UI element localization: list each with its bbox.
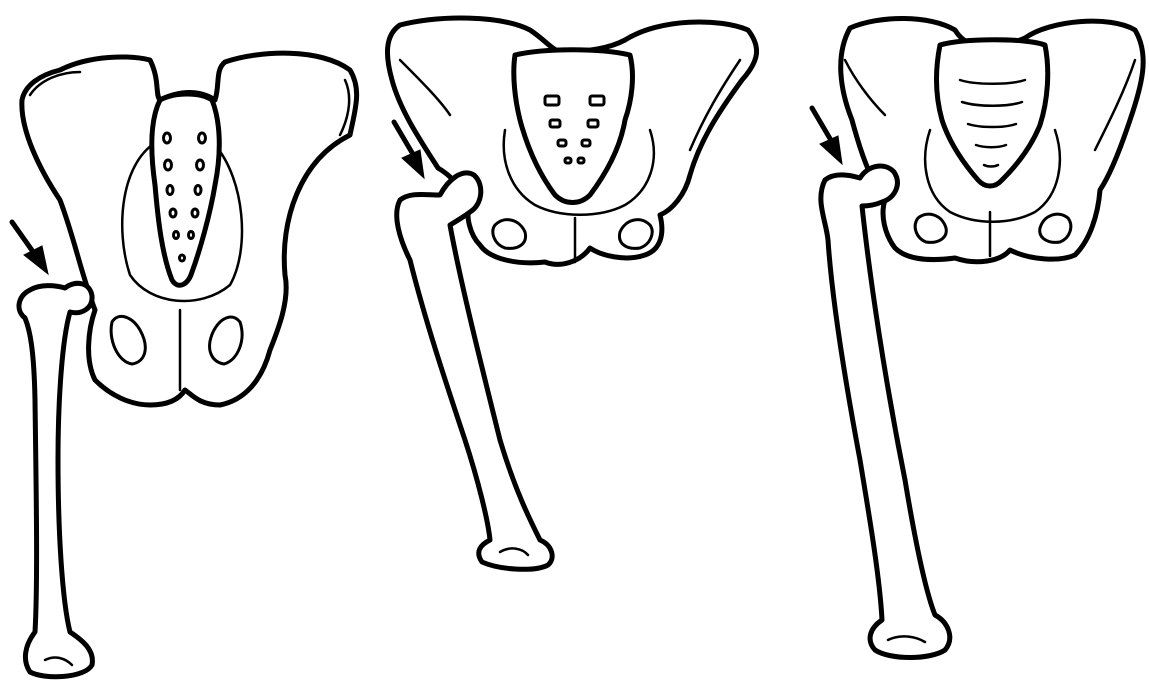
panel-3 bbox=[812, 18, 1143, 657]
panel-2 bbox=[387, 18, 756, 569]
obturator-foramen-2-left bbox=[493, 220, 526, 249]
arrow-icon bbox=[812, 108, 842, 164]
femur-1 bbox=[19, 283, 92, 676]
arrow-icon bbox=[12, 222, 48, 274]
panel-1 bbox=[12, 53, 357, 677]
obturator-foramen-3-left bbox=[915, 214, 946, 242]
obturator-foramen-2-right bbox=[619, 220, 652, 249]
obturator-foramen-3-right bbox=[1040, 214, 1071, 242]
